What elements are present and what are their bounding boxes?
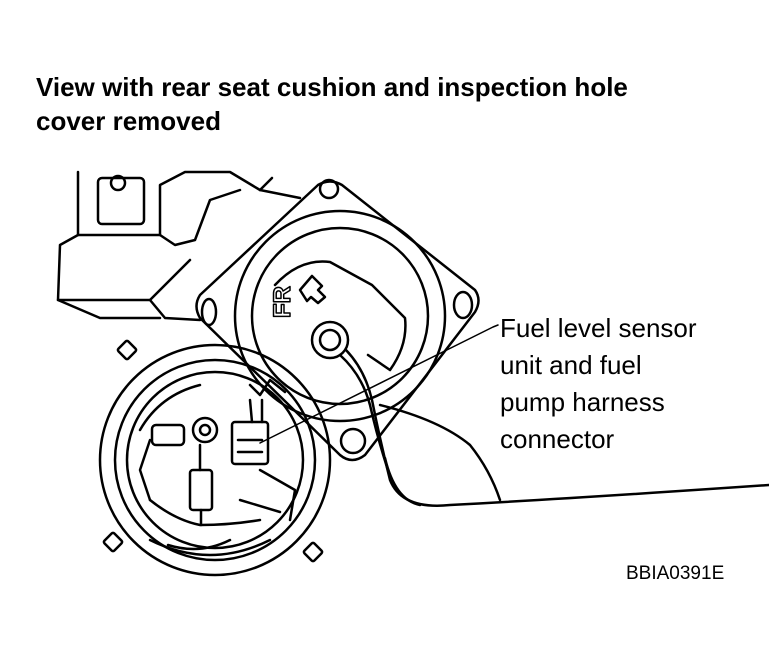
body-panel (56, 170, 302, 322)
pump-body (188, 468, 214, 512)
front-arrow-icon (298, 274, 327, 305)
fr-marking: FR (269, 286, 296, 318)
callout-leader-line (259, 324, 499, 444)
sensor-ring-outer (233, 209, 447, 423)
pump-retainer-bolts (102, 339, 324, 563)
harness-grommet (310, 320, 350, 360)
callout-line-2: unit and fuel (500, 350, 642, 380)
connector-callout: Fuel level sensor unit and fuel pump har… (500, 310, 760, 458)
callout-line-4: connector (500, 424, 615, 454)
pump-ring-mid (113, 358, 317, 562)
sensor-unit-flange: FR (195, 178, 480, 462)
figure-id: BBIA0391E (626, 563, 725, 584)
flange-bolt-right (452, 290, 474, 320)
title-line-2: cover removed (36, 106, 221, 136)
title-line-1: View with rear seat cushion and inspecti… (36, 72, 628, 102)
figure-title: View with rear seat cushion and inspecti… (36, 70, 736, 138)
flange-bolt-bottom (339, 427, 367, 455)
flange-bolt-left (200, 297, 218, 327)
pump-ring-outer (98, 343, 332, 577)
fuel-pump-unit (98, 343, 332, 577)
callout-line-1: Fuel level sensor (500, 313, 697, 343)
callout-line-3: pump harness (500, 387, 665, 417)
pump-hose-connector (150, 423, 186, 447)
harness-connector (230, 420, 270, 466)
harness-wires (338, 348, 769, 507)
flange-bolt-top (318, 178, 340, 200)
